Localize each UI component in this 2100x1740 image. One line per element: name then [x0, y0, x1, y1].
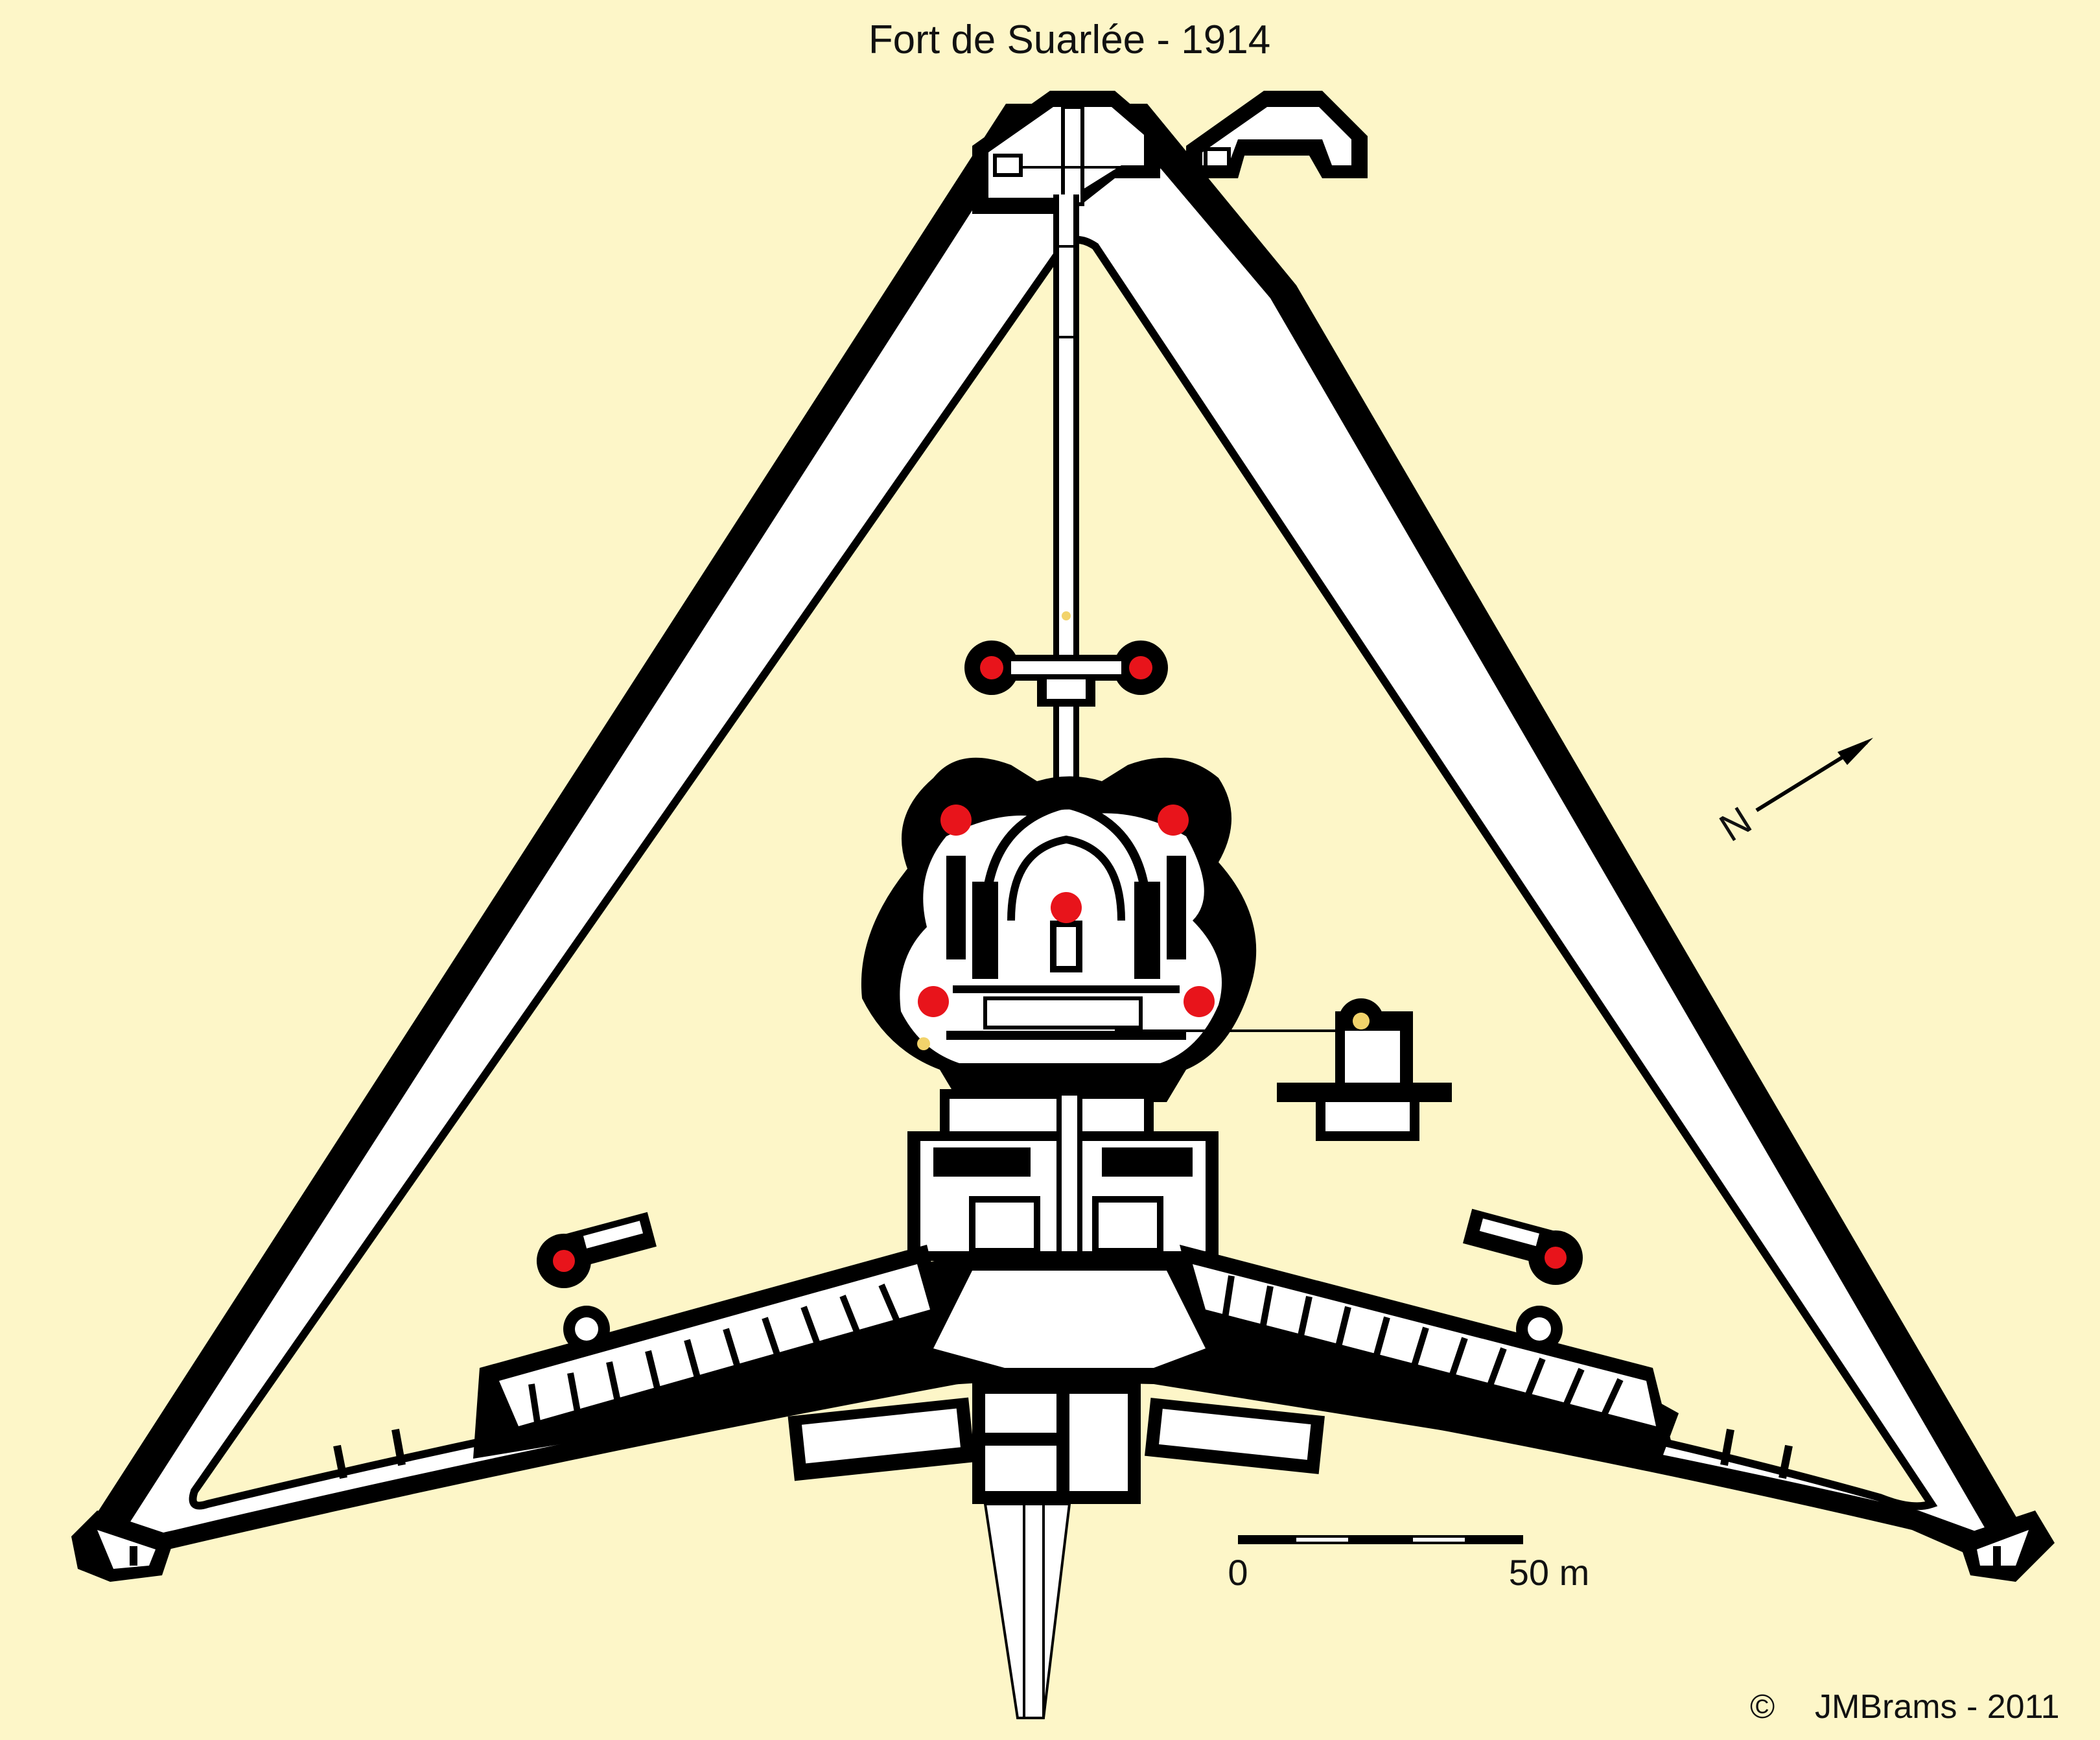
- turret-upper-left: [980, 656, 1003, 679]
- turret-massif-nw: [940, 805, 972, 836]
- plan-title: Fort de Suarlée - 1914: [869, 18, 1270, 62]
- turret-massif-center: [1051, 892, 1082, 923]
- north-arrow: N: [1712, 738, 1873, 850]
- turret-gorge-left: [537, 1212, 657, 1352]
- caponier-left: [71, 1511, 175, 1582]
- central-massif: [861, 757, 1257, 1102]
- scale-start-label: 0: [1228, 1552, 1248, 1593]
- access-bridge: [983, 1503, 1071, 1719]
- barracks-left: [480, 1245, 946, 1446]
- turret-massif-w: [918, 986, 949, 1017]
- turret-gorge-right: [1463, 1208, 1583, 1352]
- barracks-right: [1180, 1245, 1672, 1446]
- glacis-ticks: [333, 1428, 1793, 1479]
- detached-caponier: [1186, 91, 1368, 178]
- north-label: N: [1712, 798, 1758, 850]
- turret-upper-right: [1129, 656, 1152, 679]
- copyright-text: JMBrams - 2011: [1815, 1688, 2060, 1726]
- turret-massif-ne: [1158, 805, 1189, 836]
- copyright: © JMBrams - 2011: [1750, 1688, 2060, 1726]
- entrance-building: [788, 1381, 1325, 1504]
- scale-end-label: 50 m: [1509, 1552, 1590, 1593]
- turret-massif-e: [1184, 986, 1215, 1017]
- scale-bar: 0 50 m: [1228, 1535, 1589, 1593]
- copyright-icon: ©: [1750, 1688, 1775, 1726]
- caponier-right: [1957, 1511, 2055, 1582]
- turret-pair-upper: [964, 641, 1168, 707]
- observation-post: [1115, 998, 1452, 1141]
- central-gallery: [1053, 194, 1079, 830]
